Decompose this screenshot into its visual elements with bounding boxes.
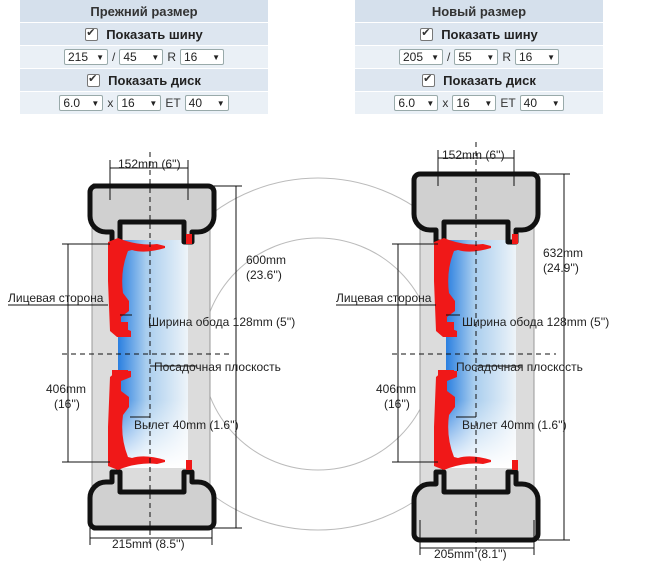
old-tire-size-row: 215▼ / 45▼ R 16▼ [20, 46, 268, 69]
new-size-header: Новый размер [355, 0, 603, 23]
old-wheel [87, 183, 217, 531]
new-height-in-label: (24.9'') [543, 261, 579, 275]
old-size-panel: Прежний размер Показать шину 215▼ / 45▼ … [20, 0, 268, 115]
new-tire-size-row: 205▼ / 55▼ R 16▼ [355, 46, 603, 69]
new-rim-d-in-label: (16'') [384, 397, 410, 411]
new-tire-width-select[interactable]: 205▼ [398, 49, 443, 65]
new-show-tire-row[interactable]: Показать шину [355, 23, 603, 46]
new-show-rim-checkbox[interactable] [422, 72, 436, 87]
new-rim-width-label: Ширина обода 128mm (5'') [462, 315, 609, 329]
chevron-down-icon: ▼ [212, 52, 220, 62]
new-rim-diameter-select[interactable]: 16▼ [452, 95, 497, 111]
old-rim-d-mm-label: 406mm [46, 382, 86, 396]
new-mount-label: Посадочная плоскость [456, 360, 583, 374]
old-rim-et-label: ET [165, 96, 181, 110]
old-show-rim-checkbox[interactable] [87, 72, 101, 87]
new-size-panel: Новый размер Показать шину 205▼ / 55▼ R … [355, 0, 603, 115]
new-rim-et-label: ET [500, 96, 516, 110]
new-top-width-label: 152mm (6'') [442, 148, 505, 162]
old-rim-diameter-select[interactable]: 16▼ [117, 95, 162, 111]
new-height-mm-label: 632mm [543, 246, 583, 260]
old-bottom-width-label: 215mm (8.5'') [112, 537, 185, 551]
new-show-rim-row[interactable]: Показать диск [355, 69, 603, 92]
old-show-tire-label: Показать шину [106, 26, 203, 42]
chevron-down-icon: ▼ [547, 52, 555, 62]
old-show-tire-row[interactable]: Показать шину [20, 23, 268, 46]
old-rim-width-select[interactable]: 6.0▼ [59, 95, 104, 111]
new-rim-d-mm-label: 406mm [376, 382, 416, 396]
dimension-lines [8, 142, 570, 555]
chevron-down-icon: ▼ [431, 52, 439, 62]
old-rim-d-in-label: (16'') [54, 397, 80, 411]
chevron-down-icon: ▼ [551, 98, 560, 108]
new-show-tire-label: Показать шину [441, 26, 538, 42]
new-tire-r-label: R [502, 50, 511, 64]
old-show-rim-label: Показать диск [108, 72, 201, 88]
new-show-rim-label: Показать диск [443, 72, 536, 88]
old-rim-x-label: x [107, 96, 114, 110]
new-rim-width-select[interactable]: 6.0▼ [394, 95, 439, 111]
chevron-down-icon: ▼ [149, 98, 158, 108]
chevron-down-icon: ▼ [151, 52, 160, 62]
chevron-down-icon: ▼ [91, 98, 100, 108]
old-size-title: Прежний размер [90, 3, 198, 19]
old-offset-label: Вылет 40mm (1.6'') [134, 418, 239, 432]
new-offset-label: Вылет 40mm (1.6'') [462, 418, 567, 432]
new-rim-x-label: x [442, 96, 449, 110]
old-tire-width-select[interactable]: 215▼ [63, 49, 108, 65]
new-rim-et-select[interactable]: 40▼ [519, 95, 564, 111]
old-tire-sep: / [111, 50, 116, 64]
old-face-label: Лицевая сторона [8, 291, 104, 305]
old-rim-size-row: 6.0▼ x 16▼ ET 40▼ [20, 92, 268, 115]
old-size-header: Прежний размер [20, 0, 268, 23]
old-mount-label: Посадочная плоскость [154, 360, 281, 374]
new-tire-profile-select[interactable]: 55▼ [454, 49, 499, 65]
new-tire-sep: / [446, 50, 451, 64]
chevron-down-icon: ▼ [216, 98, 225, 108]
chevron-down-icon: ▼ [96, 52, 104, 62]
old-rim-et-select[interactable]: 40▼ [184, 95, 229, 111]
old-tire-r-label: R [167, 50, 176, 64]
old-show-tire-checkbox[interactable] [85, 26, 99, 41]
old-show-rim-row[interactable]: Показать диск [20, 69, 268, 92]
old-top-width-label: 152mm (6'') [118, 157, 181, 171]
old-rim-width-label: Ширина обода 128mm (5'') [148, 315, 295, 329]
old-height-mm-label: 600mm [246, 253, 286, 267]
new-show-tire-checkbox[interactable] [420, 26, 434, 41]
new-face-label: Лицевая сторона [336, 291, 432, 305]
new-bottom-width-label: 205mm (8.1'') [434, 547, 507, 561]
old-tire-profile-select[interactable]: 45▼ [119, 49, 164, 65]
old-tire-diameter-select[interactable]: 16▼ [180, 49, 224, 65]
new-tire-diameter-select[interactable]: 16▼ [515, 49, 559, 65]
chevron-down-icon: ▼ [486, 52, 495, 62]
chevron-down-icon: ▼ [484, 98, 493, 108]
new-size-title: Новый размер [431, 3, 527, 19]
chevron-down-icon: ▼ [426, 98, 435, 108]
new-rim-size-row: 6.0▼ x 16▼ ET 40▼ [355, 92, 603, 115]
old-height-in-label: (23.6'') [246, 268, 282, 282]
